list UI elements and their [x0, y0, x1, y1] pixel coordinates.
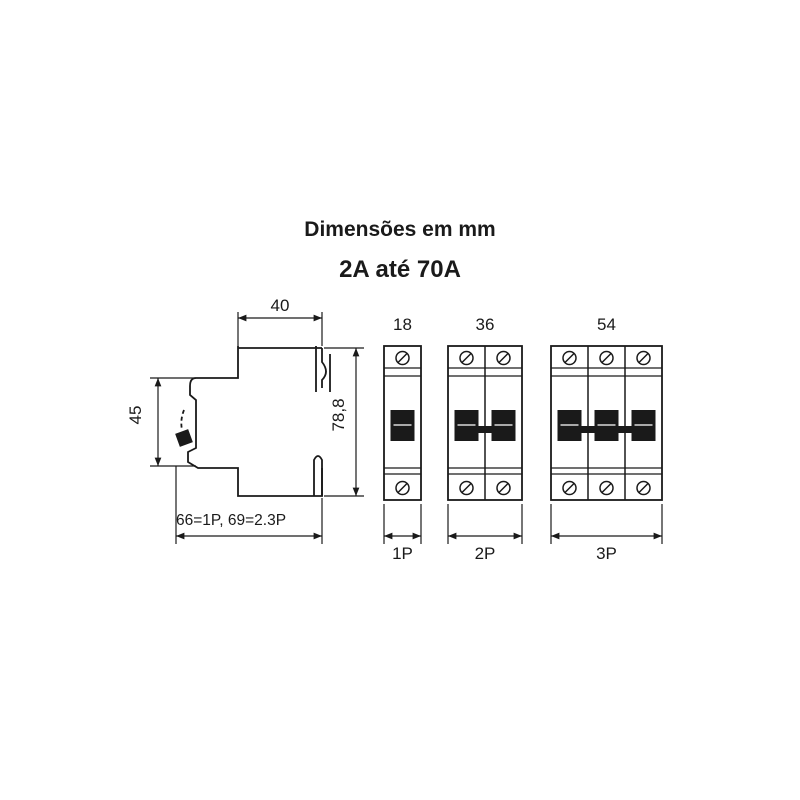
side-rail-clip: [313, 455, 323, 496]
front-view-1p: 18 1P: [383, 315, 422, 563]
terminal-screw-bottom-icon-slot: [601, 482, 612, 494]
terminal-screw-top-icon: [636, 350, 651, 366]
terminal-screw-bottom-icon-slot: [638, 482, 649, 494]
front-width-label: 18: [393, 315, 412, 334]
dimension-height-78-8: [324, 347, 364, 497]
dimension-label-depth: 66=1P, 69=2.3P: [176, 512, 286, 529]
terminal-screw-bottom-icon: [395, 480, 410, 496]
front-width-label: 54: [597, 315, 616, 334]
dimension-width-40: [237, 312, 323, 346]
dimension-label-width: 40: [271, 296, 290, 315]
terminal-screw-top-icon-slot: [601, 352, 612, 364]
terminal-screw-bottom-icon: [599, 480, 614, 496]
terminal-screw-top-icon: [395, 350, 410, 366]
front-width-label: 36: [476, 315, 495, 334]
diagram-title: Dimensões em mm: [304, 218, 496, 241]
terminal-screw-bottom-icon-slot: [564, 482, 575, 494]
terminal-screw-top-icon: [496, 350, 511, 366]
breaker-body-outline: [550, 345, 663, 501]
front-views: 18 1P 36 2P 54 3P: [383, 315, 663, 563]
terminal-screw-bottom-icon: [562, 480, 577, 496]
terminal-screw-top-icon: [562, 350, 577, 366]
side-view: [175, 346, 331, 497]
terminal-screw-top-icon: [459, 350, 474, 366]
pole-count-label: 2P: [475, 544, 496, 563]
pole-count-label: 3P: [596, 544, 617, 563]
dimension-height-45: [150, 377, 196, 467]
pole-count-label: 1P: [392, 544, 413, 563]
side-front-step: [315, 346, 331, 392]
side-dashed-arc: [180, 409, 185, 431]
terminal-screw-bottom-icon-slot: [498, 482, 509, 494]
handle-tie-bar: [466, 426, 504, 433]
terminal-screw-top-icon-slot: [564, 352, 575, 364]
terminal-screw-bottom-icon-slot: [461, 482, 472, 494]
terminal-screw-bottom-icon-slot: [397, 482, 408, 494]
side-toggle-lever: [175, 429, 193, 447]
front-view-3p: 54 3P: [550, 315, 663, 563]
terminal-screw-top-icon-slot: [638, 352, 649, 364]
terminal-screw-bottom-icon: [636, 480, 651, 496]
terminal-screw-bottom-icon: [459, 480, 474, 496]
terminal-screw-top-icon-slot: [461, 352, 472, 364]
front-view-2p: 36 2P: [447, 315, 523, 563]
terminal-screw-top-icon-slot: [498, 352, 509, 364]
terminal-screw-bottom-icon: [496, 480, 511, 496]
breaker-body-outline: [383, 345, 422, 501]
dimension-label-height: 78,8: [329, 398, 348, 431]
dimension-depth: [175, 466, 323, 544]
dimension-label-rail-height: 45: [126, 406, 145, 425]
current-range-subtitle: 2A até 70A: [339, 256, 461, 283]
terminal-screw-top-icon-slot: [397, 352, 408, 364]
side-profile-outline: [187, 346, 327, 497]
handle-tie-bar: [569, 426, 644, 433]
terminal-screw-top-icon: [599, 350, 614, 366]
